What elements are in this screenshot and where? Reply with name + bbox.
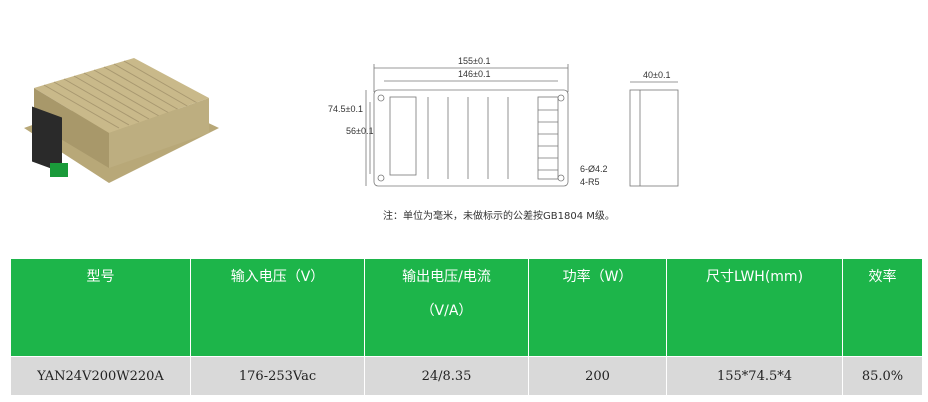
dim-inner-label: 146±0.1 xyxy=(458,69,490,79)
hole-label: 6-Ø4.2 xyxy=(580,164,608,174)
product-photo xyxy=(24,58,219,183)
header-output: 输出电压/电流 （V/A） xyxy=(364,258,529,357)
cell-output: 24/8.35 xyxy=(364,356,529,396)
dim-length-label: 155±0.1 xyxy=(458,56,490,66)
table-row: YAN24V200W220A 176-253Vac 24/8.35 200 15… xyxy=(10,356,923,396)
cell-efficiency: 85.0% xyxy=(842,356,923,396)
spec-table: 型号 输入电压（V） 输出电压/电流 （V/A） 功率（W） 尺寸LWH(mm)… xyxy=(10,258,923,396)
cell-size: 155*74.5*4 xyxy=(666,356,843,396)
header-efficiency: 效率 xyxy=(842,258,923,357)
header-model: 型号 xyxy=(10,258,191,357)
header-input-voltage: 输入电压（V） xyxy=(190,258,365,357)
radius-label: 4-R5 xyxy=(580,177,600,187)
header-power: 功率（W） xyxy=(528,258,667,357)
header-output-unit: （V/A） xyxy=(420,303,473,319)
table-header-row: 型号 输入电压（V） 输出电压/电流 （V/A） 功率（W） 尺寸LWH(mm)… xyxy=(10,258,923,357)
dim-inner-height-label: 56±0.1 xyxy=(346,126,373,136)
cell-power: 200 xyxy=(528,356,667,396)
header-output-label: 输出电压/电流 xyxy=(402,269,491,285)
dimension-drawing: 155±0.1 146±0.1 74.5±0.1 56±0.1 40±0.1 6… xyxy=(328,56,679,187)
cell-input-voltage: 176-253Vac xyxy=(190,356,365,396)
dim-height-label: 74.5±0.1 xyxy=(328,104,363,114)
dim-depth-label: 40±0.1 xyxy=(643,70,670,80)
cell-model: YAN24V200W220A xyxy=(10,356,191,396)
tolerance-note: 注：单位为毫米，未做标示的公差按GB1804 M级。 xyxy=(383,211,615,222)
header-size: 尺寸LWH(mm) xyxy=(666,258,843,357)
